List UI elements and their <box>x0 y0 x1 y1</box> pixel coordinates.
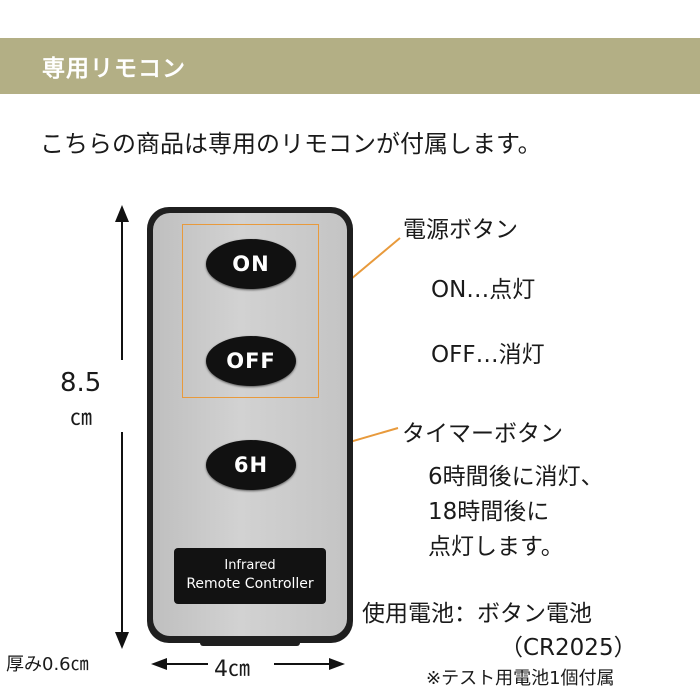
off-description: OFF…消灯 <box>431 342 545 368</box>
height-arrow <box>115 205 129 649</box>
off-button-label: OFF <box>226 349 276 373</box>
power-button-title: 電源ボタン <box>403 217 518 243</box>
remote-label-panel: Infrared Remote Controller <box>174 548 326 604</box>
intro-text: こちらの商品は専用のリモコンが付属します。 <box>40 130 542 158</box>
height-value: 8.5 <box>60 368 102 398</box>
panel-line-infrared: Infrared <box>224 558 276 573</box>
on-button-label: ON <box>232 252 270 276</box>
battery-info: 使用電池：ボタン電池 <box>362 601 592 627</box>
header-banner: 専用リモコン <box>0 38 700 94</box>
on-button[interactable]: ON <box>206 239 296 289</box>
width-label: 4㎝ <box>214 657 250 682</box>
width-arrow <box>151 658 345 670</box>
off-button[interactable]: OFF <box>206 336 296 386</box>
battery-note: ※テスト用電池1個付属 <box>426 668 615 689</box>
timer-desc-line1: 6時間後に消灯、 <box>428 464 604 490</box>
timer-button[interactable]: 6H <box>206 440 296 490</box>
remote-bottom-edge <box>200 640 300 646</box>
timer-desc-line3: 点灯します。 <box>428 534 564 560</box>
thickness-label: 厚み0.6㎝ <box>6 654 89 675</box>
on-description: ON…点灯 <box>431 277 536 303</box>
timer-desc-line2: 18時間後に <box>428 499 550 525</box>
power-buttons-highlight <box>182 224 319 398</box>
timer-button-label: 6H <box>233 453 269 477</box>
battery-model: （CR2025） <box>500 635 637 661</box>
timer-button-title: タイマーボタン <box>402 421 563 447</box>
height-unit: ㎝ <box>70 406 93 431</box>
panel-line-remote-controller: Remote Controller <box>186 576 314 592</box>
banner-title: 専用リモコン <box>42 56 186 82</box>
